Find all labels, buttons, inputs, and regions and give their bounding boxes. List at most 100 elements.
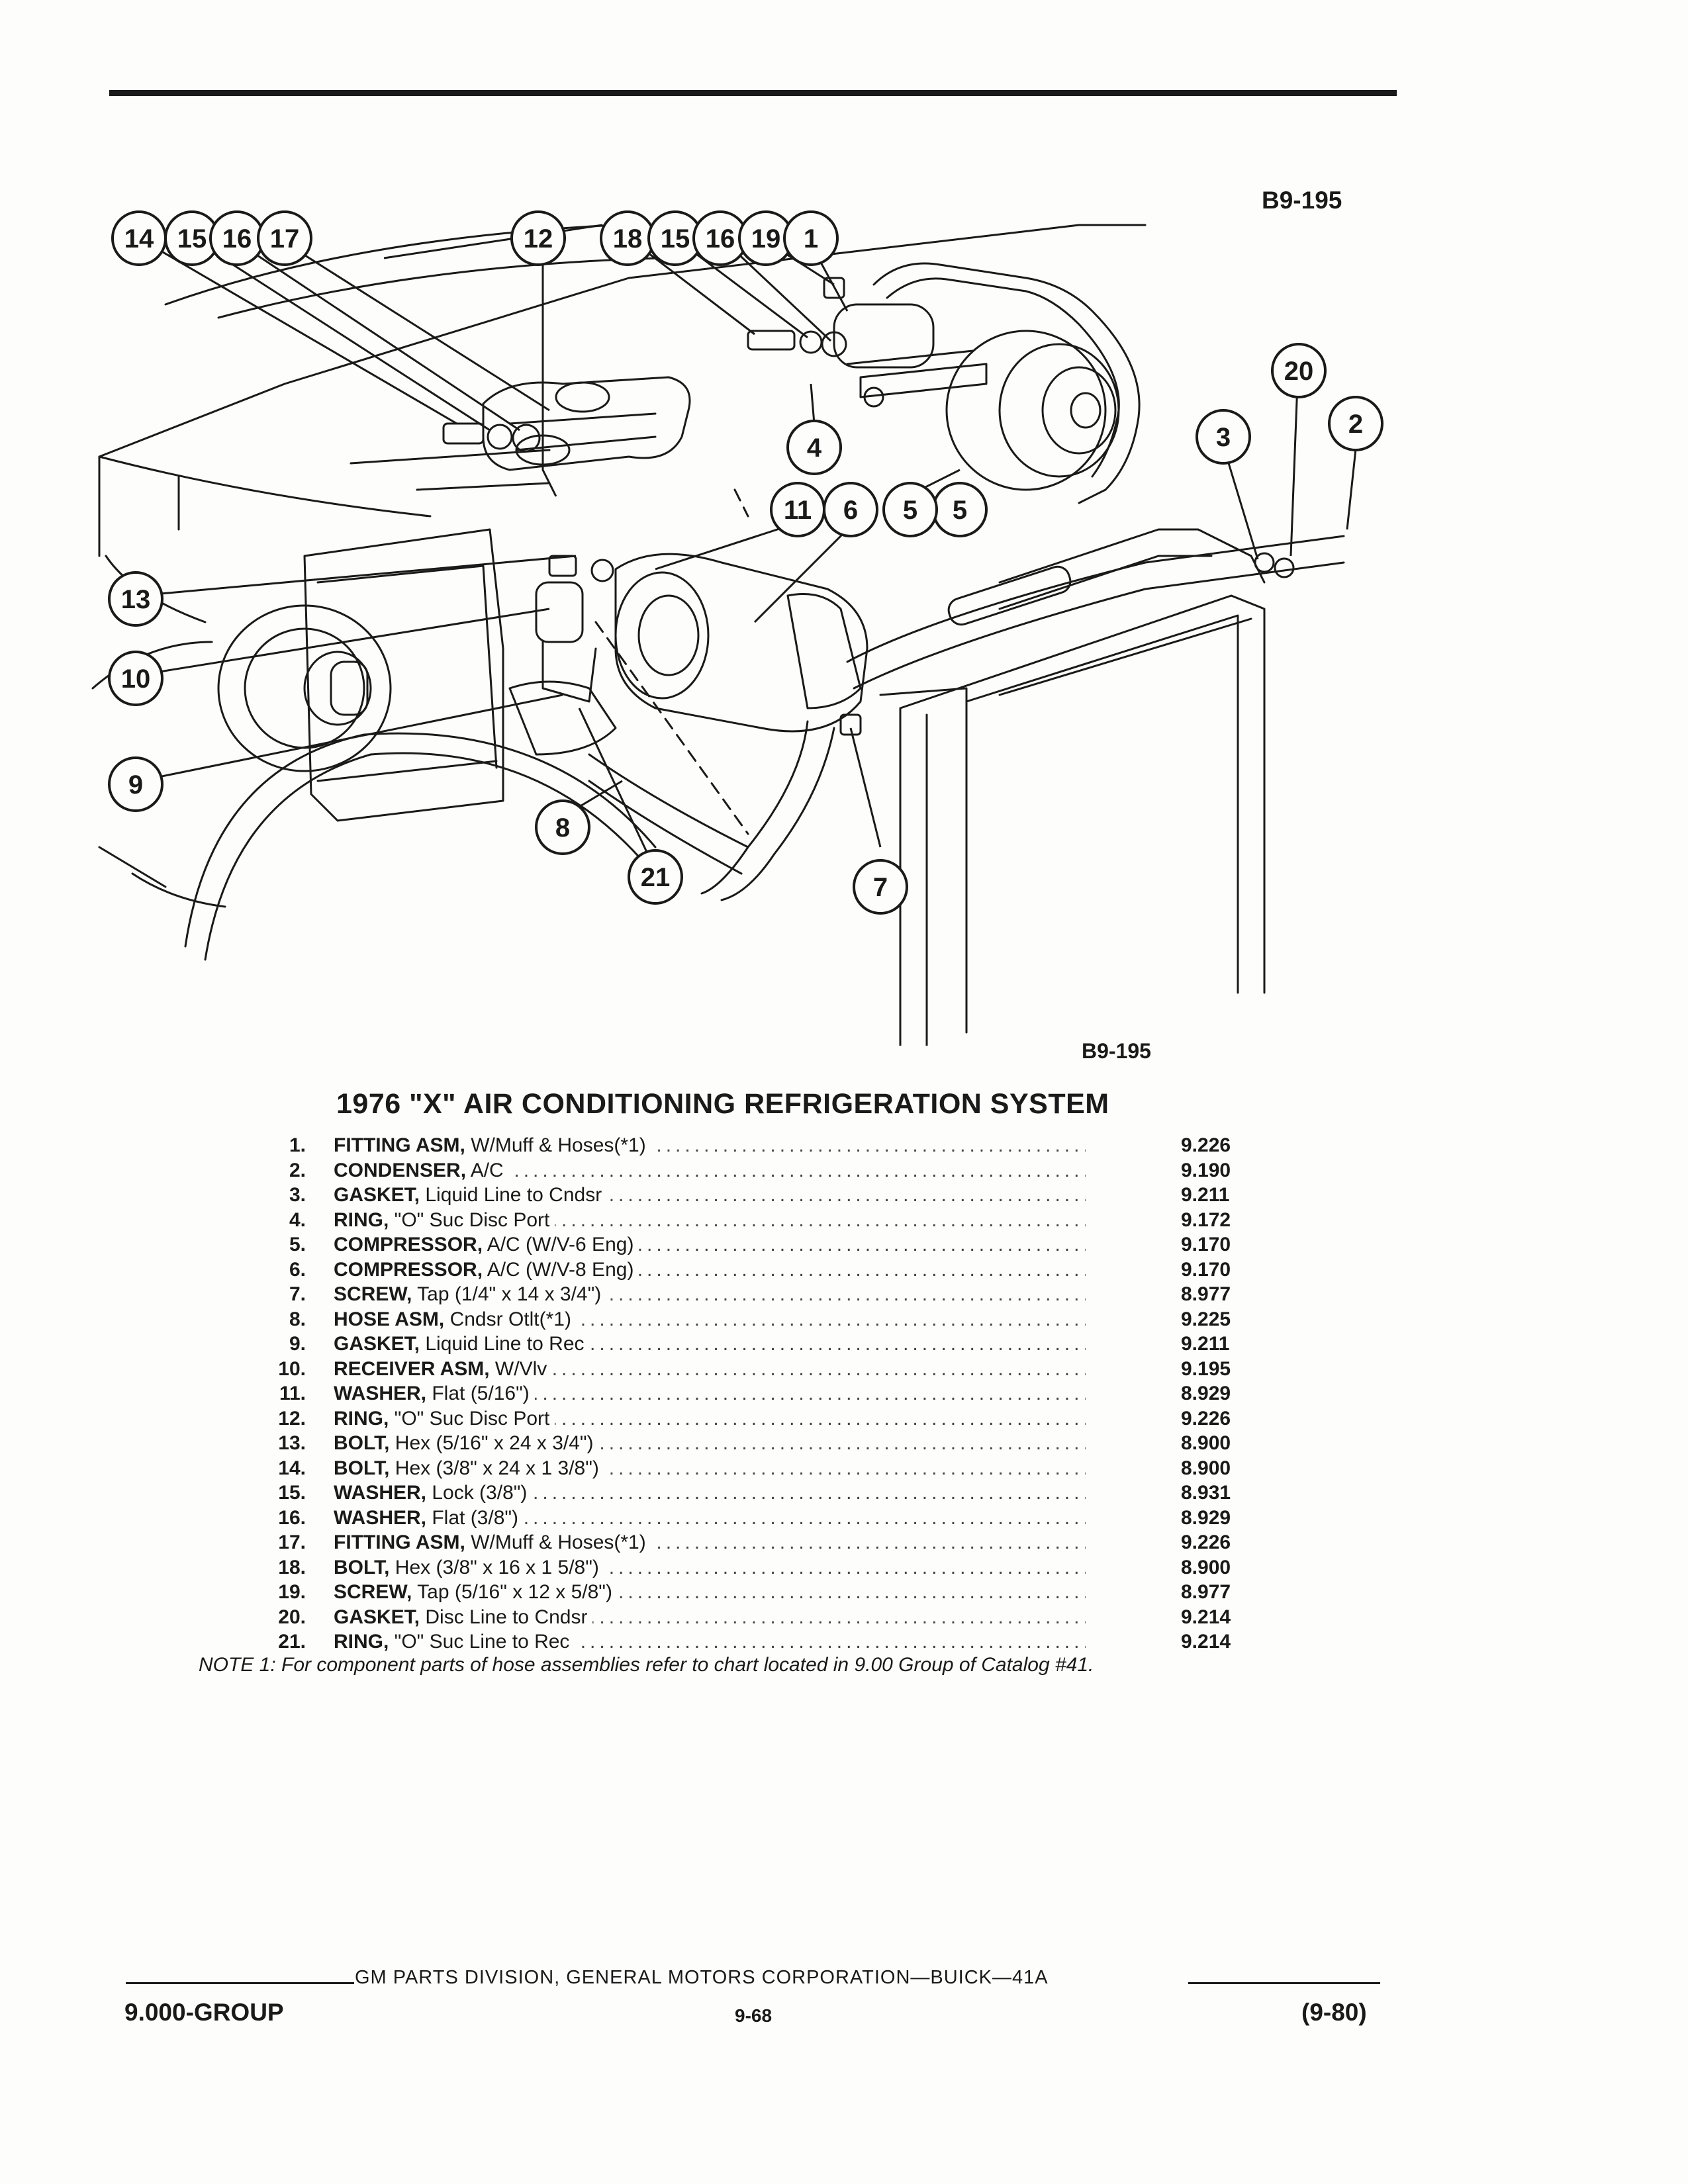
exploded-diagram: 14 15 16 17 12 18 15 16 19 1 20 3 2 4 5 … <box>91 210 1383 1046</box>
part-row: 14......................................… <box>199 1455 1258 1480</box>
group-number: 9.170 <box>1181 1258 1231 1281</box>
part-number: 13. <box>278 1432 306 1454</box>
part-description: Liquid Line to Cndsr <box>420 1184 602 1206</box>
callout-3: 3 <box>1216 423 1231 452</box>
callout-16: 16 <box>222 224 252 253</box>
callout-15: 15 <box>177 224 207 253</box>
callout-8: 8 <box>555 813 570 842</box>
part-name: HOSE ASM, Cndsr Otlt(*1) <box>334 1306 577 1332</box>
group-number: 9.172 <box>1181 1208 1231 1231</box>
callout-16b: 16 <box>706 224 735 253</box>
part-row: 5.......................................… <box>199 1232 1258 1257</box>
part-description: W/Vlv <box>489 1357 547 1380</box>
part-row: 19......................................… <box>199 1580 1258 1605</box>
part-description: Tap (5/16" x 12 x 5/8") <box>412 1581 612 1603</box>
part-description: "O" Suc Disc Port <box>389 1208 550 1231</box>
part-row: 3.......................................… <box>199 1183 1258 1208</box>
part-row: 2.......................................… <box>199 1158 1258 1183</box>
group-number: 8.977 <box>1181 1581 1231 1603</box>
group-number: 9.211 <box>1181 1184 1230 1206</box>
part-number: 19. <box>278 1581 306 1603</box>
callout-13: 13 <box>121 585 151 614</box>
part-number: 16. <box>278 1506 306 1529</box>
footer-group: 9.000-GROUP <box>124 1999 284 2026</box>
part-number: 20. <box>278 1606 306 1628</box>
part-name: COMPRESSOR, A/C (W/V-8 Eng) <box>334 1257 639 1282</box>
part-name: FITTING ASM, W/Muff & Hoses(*1) <box>334 1530 651 1555</box>
part-description: "O" Suc Line to Rec <box>389 1631 570 1653</box>
part-description: W/Muff & Hoses(*1) <box>465 1531 646 1553</box>
callout-9: 9 <box>128 770 143 799</box>
part-name: RECEIVER ASM, W/Vlv <box>334 1356 553 1381</box>
part-description: Hex (3/8" x 24 x 1 3/8") <box>389 1457 599 1479</box>
part-name: GASKET, Disc Line to Cndsr <box>334 1604 593 1629</box>
callout-5b: 5 <box>903 496 917 525</box>
callout-18: 18 <box>613 224 643 253</box>
callout-4: 4 <box>807 433 822 463</box>
callout-17: 17 <box>270 224 300 253</box>
callout-7: 7 <box>873 873 888 902</box>
part-name: RING, "O" Suc Line to Rec <box>334 1629 575 1655</box>
callout-11: 11 <box>784 496 812 525</box>
footer-rule-right <box>1188 1982 1380 1984</box>
group-number: 9.226 <box>1181 1407 1231 1430</box>
part-row: 12......................................… <box>199 1406 1258 1431</box>
top-rule <box>109 90 1397 96</box>
part-description: Disc Line to Cndsr <box>420 1606 588 1628</box>
group-number: 8.900 <box>1181 1457 1231 1479</box>
part-name: BOLT, Hex (5/16" x 24 x 3/4") <box>334 1431 599 1456</box>
page-title: 1976 "X" AIR CONDITIONING REFRIGERATION … <box>336 1088 1109 1120</box>
part-number: 1. <box>289 1134 306 1156</box>
part-number: 6. <box>289 1258 306 1281</box>
part-number: 11. <box>279 1383 306 1404</box>
callout-14: 14 <box>124 224 154 253</box>
footnote: NOTE 1: For component parts of hose asse… <box>199 1654 1094 1676</box>
part-row: 15......................................… <box>199 1480 1258 1506</box>
group-number: 8.900 <box>1181 1432 1231 1454</box>
part-number: 7. <box>289 1283 306 1305</box>
part-number: 8. <box>289 1308 306 1330</box>
part-number: 10. <box>278 1357 306 1380</box>
part-name: RING, "O" Suc Disc Port <box>334 1406 555 1431</box>
part-number: 3. <box>289 1184 306 1206</box>
part-row: 8.......................................… <box>199 1306 1258 1332</box>
part-number: 4. <box>289 1208 306 1231</box>
part-name: GASKET, Liquid Line to Cndsr <box>334 1183 608 1208</box>
callout-20: 20 <box>1284 357 1314 386</box>
callout-21: 21 <box>641 863 671 892</box>
part-description: W/Muff & Hoses(*1) <box>465 1134 646 1156</box>
part-number: 5. <box>289 1234 306 1255</box>
part-description: Cndsr Otlt(*1) <box>444 1308 571 1330</box>
callout-6: 6 <box>843 496 858 525</box>
part-description: Flat (5/16") <box>426 1383 530 1404</box>
part-number: 21. <box>278 1631 306 1653</box>
part-number: 17. <box>278 1531 306 1553</box>
part-number: 2. <box>289 1159 306 1181</box>
group-number: 9.190 <box>1181 1159 1231 1181</box>
figure-code-top: B9-195 <box>1262 187 1342 214</box>
part-description: A/C (W/V-6 Eng) <box>483 1234 634 1255</box>
part-description: "O" Suc Disc Port <box>389 1407 550 1430</box>
group-number: 9.214 <box>1181 1606 1231 1628</box>
group-number: 9.226 <box>1181 1531 1231 1553</box>
group-number: 9.225 <box>1181 1308 1231 1330</box>
part-number: 14. <box>278 1457 306 1479</box>
group-number: 9.170 <box>1181 1234 1231 1255</box>
footer-page-number: 9-68 <box>735 2005 773 2026</box>
part-description: Liquid Line to Rec <box>420 1333 585 1355</box>
part-name: GASKET, Liquid Line to Rec <box>334 1332 590 1357</box>
part-description: Flat (3/8") <box>426 1506 519 1529</box>
part-row: 7.......................................… <box>199 1282 1258 1307</box>
part-description: Lock (3/8") <box>426 1482 528 1504</box>
part-row: 10......................................… <box>199 1356 1258 1381</box>
group-number: 8.977 <box>1181 1283 1231 1305</box>
callout-15b: 15 <box>661 224 690 253</box>
part-description: Hex (3/8" x 16 x 1 5/8") <box>389 1556 599 1578</box>
part-name: COMPRESSOR, A/C (W/V-6 Eng) <box>334 1232 639 1257</box>
part-row: 9.......................................… <box>199 1332 1258 1357</box>
figure-code-bottom: B9-195 <box>1082 1039 1151 1063</box>
part-number: 12. <box>278 1407 306 1430</box>
group-number: 9.211 <box>1181 1333 1230 1355</box>
footer-corporation: GM PARTS DIVISION, GENERAL MOTORS CORPOR… <box>355 1967 1049 1988</box>
callout-2: 2 <box>1348 410 1363 439</box>
